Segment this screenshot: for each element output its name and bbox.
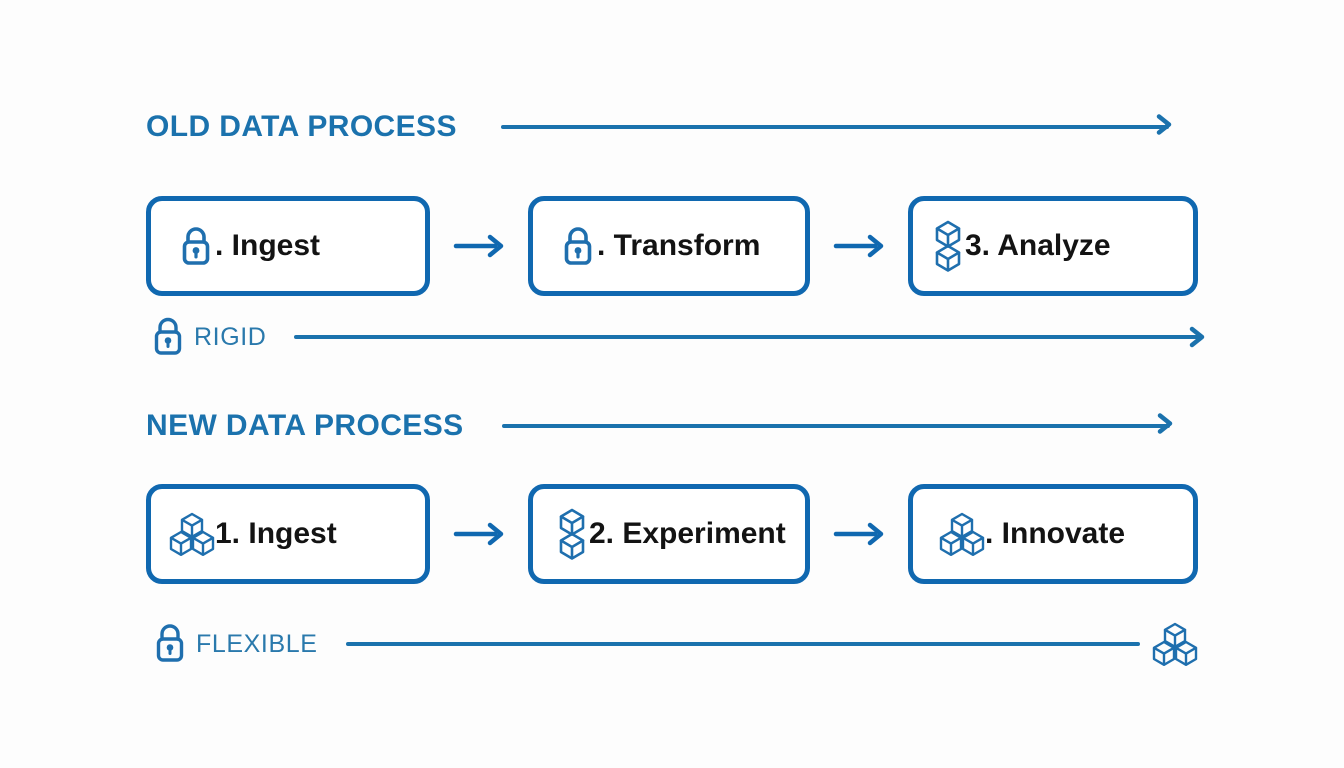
section-title-new: NEW DATA PROCESS — [146, 409, 464, 442]
cube-pyramid-icon — [1152, 620, 1198, 668]
arrow-right-icon — [1152, 411, 1178, 442]
process-step-label: 1. Ingest — [215, 517, 337, 550]
heading-rule-new — [501, 404, 1178, 448]
lock-icon — [152, 621, 188, 667]
process-step-new-2[interactable]: 2. Experiment — [528, 484, 810, 584]
tag-row-rigid: RIGID — [150, 312, 1208, 362]
process-step-new-3[interactable]: . Innovate — [908, 484, 1198, 584]
arrow-right-icon — [833, 522, 884, 546]
section-heading-old: OLD DATA PROCESS — [146, 105, 1175, 149]
tag-label-rigid: RIGID — [194, 322, 267, 351]
heading-rule-old — [500, 105, 1177, 149]
process-step-label: 2. Experiment — [589, 517, 786, 550]
arrow-right-icon — [1184, 324, 1210, 350]
arrow-right-icon — [453, 522, 504, 546]
lock-icon — [559, 224, 597, 268]
process-step-label: . Transform — [597, 229, 761, 262]
section-title-old: OLD DATA PROCESS — [146, 110, 457, 143]
arrow-right-icon — [833, 234, 884, 258]
process-step-old-3[interactable]: 3. Analyze — [908, 196, 1198, 296]
arrow-right-icon — [453, 234, 504, 258]
connector-old-1 — [452, 221, 512, 271]
process-step-label: 3. Analyze — [965, 229, 1111, 262]
tag-row-flexible: FLEXIBLE — [152, 619, 1197, 669]
lock-icon — [177, 224, 215, 268]
stacked-cubes-icon — [931, 219, 965, 273]
tag-label-flexible: FLEXIBLE — [196, 629, 318, 658]
connector-new-2 — [832, 509, 892, 559]
arrow-right-icon — [1151, 112, 1177, 143]
section-heading-new: NEW DATA PROCESS — [146, 404, 1176, 448]
process-step-old-2[interactable]: . Transform — [528, 196, 810, 296]
cube-pyramid-icon — [939, 510, 985, 558]
process-step-label: . Innovate — [985, 517, 1126, 550]
connector-old-2 — [832, 221, 892, 271]
connector-new-1 — [452, 509, 512, 559]
tag-rule-rigid — [294, 312, 1208, 362]
cube-pyramid-icon — [169, 510, 215, 558]
process-step-label: . Ingest — [215, 229, 321, 262]
lock-icon — [150, 315, 186, 359]
process-step-new-1[interactable]: 1. Ingest — [146, 484, 430, 584]
stacked-cubes-icon — [555, 507, 589, 561]
tag-rule-flexible — [345, 619, 1197, 669]
process-step-old-1[interactable]: . Ingest — [146, 196, 430, 296]
